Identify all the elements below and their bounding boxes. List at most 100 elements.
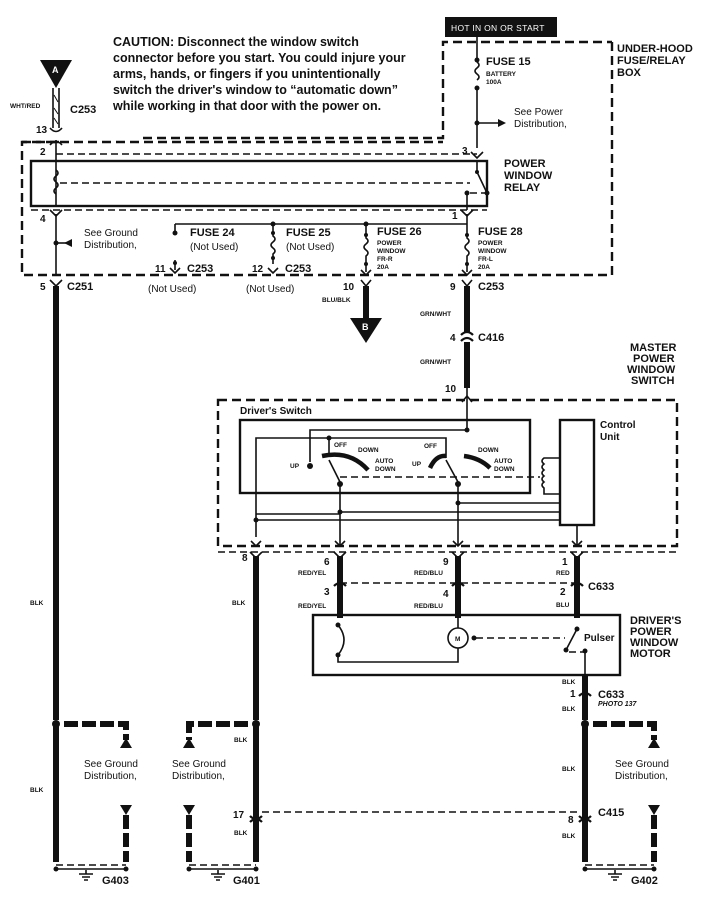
left-switch-auto-down: DOWN bbox=[375, 466, 396, 473]
right-switch-blade-icon bbox=[445, 459, 459, 483]
pin-9-connector bbox=[461, 279, 473, 288]
right-switch-off: OFF bbox=[424, 443, 437, 450]
not-used-11: (Not Used) bbox=[148, 284, 196, 295]
pin-5-symbol bbox=[49, 279, 63, 288]
pin-12: 12 bbox=[252, 264, 264, 275]
wire-label-blk-g401-2: BLK bbox=[234, 830, 248, 837]
motor-shaft-terminal bbox=[471, 635, 477, 641]
ground-dist-ref-1: See Ground bbox=[84, 228, 138, 239]
fuse-26-desc-1: POWER bbox=[377, 240, 402, 247]
master-label-3: WINDOW bbox=[627, 364, 676, 376]
g402-ground-ref-2: Distribution, bbox=[615, 771, 668, 782]
ground-symbol-g401-icon bbox=[211, 870, 225, 881]
wire-label-red-blu-1: RED/BLU bbox=[414, 570, 443, 577]
ground-ref-arrow-down-icon bbox=[120, 805, 132, 815]
connector-c415: C415 bbox=[598, 807, 624, 819]
fuse-28-icon bbox=[464, 230, 470, 272]
pulser-label: Pulser bbox=[584, 633, 615, 644]
fuse-15-terminal-top bbox=[474, 57, 480, 63]
drivers-switch bbox=[238, 418, 532, 495]
pulser-terminal-left bbox=[563, 647, 569, 653]
ground-ref-arrow-up-icon-3 bbox=[648, 738, 660, 748]
switch-output-pins: 8 6 9 1 bbox=[242, 553, 568, 568]
g402-terminal-left bbox=[582, 866, 588, 872]
switch-feed-arrow bbox=[461, 394, 473, 403]
hot-in-on-or-start-label: HOT IN ON OR START bbox=[445, 17, 557, 37]
fuse-24-terminal bbox=[172, 230, 178, 236]
switch-feed-junction bbox=[464, 427, 470, 433]
offpage-connector-a: A bbox=[40, 60, 72, 88]
pin-10: 10 bbox=[343, 282, 355, 293]
ground-ref-arrow-up-icon bbox=[120, 738, 132, 748]
left-switch-down: DOWN bbox=[358, 447, 379, 454]
fuse-15-desc-1: BATTERY bbox=[486, 71, 517, 78]
g402-terminal-right bbox=[651, 866, 657, 872]
circuit-breaker-icon bbox=[337, 624, 345, 656]
wire-stripe bbox=[53, 94, 59, 125]
fuse-15-icon bbox=[474, 61, 480, 81]
fuse-28-desc-3: FR-L bbox=[478, 256, 493, 263]
pin-10-symbol bbox=[360, 269, 372, 277]
hot-label-background bbox=[445, 17, 557, 37]
motor-label-4: MOTOR bbox=[630, 648, 671, 660]
g401-ground-ref-1: See Ground bbox=[172, 759, 226, 770]
wire-label-red-yel-2: RED/YEL bbox=[298, 603, 326, 610]
ground-g402: G402 bbox=[631, 875, 658, 887]
motor-label-1: DRIVER'S bbox=[630, 615, 682, 627]
relay-label: POWER WINDOW RELAY bbox=[504, 158, 553, 194]
msw-pin-9: 9 bbox=[443, 557, 449, 568]
power-dist-ref-2: Distribution, bbox=[514, 119, 567, 130]
motor-pin-3: 3 bbox=[324, 587, 330, 598]
ground-dist-ref-2: Distribution, bbox=[84, 240, 137, 251]
pin-3-symbol bbox=[470, 151, 484, 160]
wire-label-blk-left-1: BLK bbox=[30, 600, 44, 607]
caution-line-4: switch the driver's window to “automatic… bbox=[113, 83, 398, 97]
not-used-12: (Not Used) bbox=[246, 284, 294, 295]
master-label-2: POWER bbox=[633, 353, 675, 365]
pin-11: 11 bbox=[155, 264, 166, 275]
offpage-a-triangle-icon bbox=[40, 60, 72, 88]
g401-terminal-right bbox=[253, 866, 259, 872]
caution-line-2: connector before you start. You could in… bbox=[113, 51, 406, 65]
c633-ground-pin: 1 bbox=[570, 689, 576, 700]
relay-label-1: POWER bbox=[504, 158, 546, 170]
c415-pin-17: 17 bbox=[233, 810, 245, 821]
master-power-window-switch bbox=[216, 398, 679, 548]
fuse-28-terminal-bottom bbox=[465, 262, 469, 266]
offpage-b-triangle-icon bbox=[350, 318, 382, 343]
c633-connector-symbols bbox=[333, 581, 584, 587]
pin-13: 13 bbox=[36, 125, 48, 136]
right-switch-up: UP bbox=[412, 461, 422, 468]
connector-c633-ground: C633 bbox=[598, 689, 624, 701]
control-unit-label-1: Control bbox=[600, 420, 636, 431]
fuse-28-desc-4: 20A bbox=[478, 264, 490, 271]
control-unit bbox=[558, 418, 596, 527]
pin-12-symbol bbox=[267, 267, 279, 275]
power-dist-ref-1: See Power bbox=[514, 107, 564, 118]
wire-label-red: RED bbox=[556, 570, 570, 577]
msw-pin-1: 1 bbox=[562, 557, 568, 568]
fuse-26-terminal-bottom bbox=[364, 262, 368, 266]
right-switch-up-arc bbox=[427, 453, 447, 470]
switch-ground-bus bbox=[255, 437, 447, 537]
pin-1: 1 bbox=[452, 211, 458, 222]
wire-label-blu: BLU bbox=[556, 602, 570, 609]
wire-label-blk-motor-2: BLK bbox=[562, 706, 576, 713]
left-switch-auto: AUTO bbox=[375, 458, 393, 465]
fuse-26-icon bbox=[363, 224, 369, 272]
motor-pin-2: 2 bbox=[560, 587, 566, 598]
pin-2: 2 bbox=[40, 147, 46, 158]
driver-switch-label: Driver's Switch bbox=[240, 406, 312, 417]
connector-c251: C251 bbox=[67, 281, 93, 293]
right-switch-auto-down: DOWN bbox=[494, 466, 515, 473]
offpage-a-label: A bbox=[52, 65, 59, 75]
g403-ground-ref-2: Distribution, bbox=[84, 771, 137, 782]
c633-ground-symbol bbox=[578, 691, 592, 697]
relay-coil-icon bbox=[53, 169, 59, 195]
relay-label-3: RELAY bbox=[504, 182, 541, 194]
wire-label-blk-left-2: BLK bbox=[30, 787, 44, 794]
caution-line-5: while working in that door with the powe… bbox=[112, 99, 381, 113]
fuse-26-desc-2: WINDOW bbox=[377, 248, 406, 255]
msw-pin-8: 8 bbox=[242, 553, 248, 564]
